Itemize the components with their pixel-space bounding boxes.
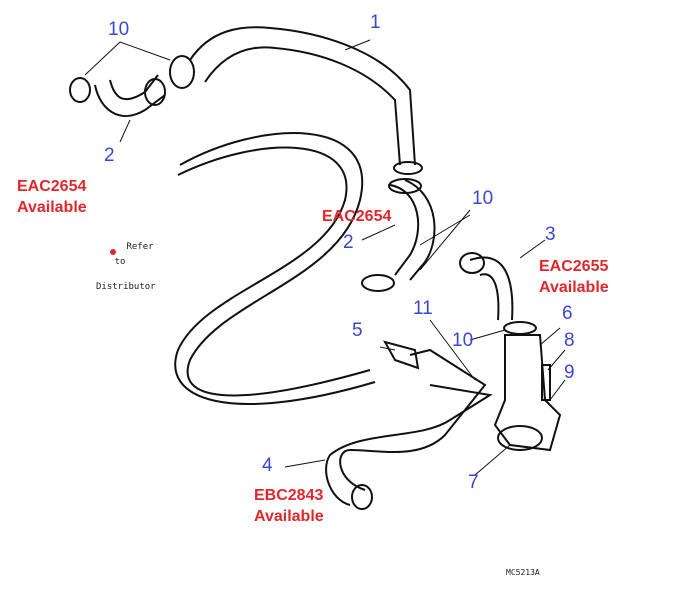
hose-2-top	[94, 84, 166, 117]
availability-status: Available	[17, 199, 87, 216]
refer-note: Refer to	[100, 240, 170, 270]
figure-code: MC5213A	[506, 568, 540, 577]
callout-5: 5	[352, 320, 363, 341]
callout-10: 10	[452, 330, 474, 351]
pipe-4	[339, 348, 487, 491]
thermostat-housing	[493, 334, 562, 452]
callout-8: 8	[564, 330, 575, 351]
callout-6: 6	[562, 303, 573, 324]
fitting-5	[382, 340, 420, 370]
part-number: EAC2654	[322, 208, 392, 225]
hose-2-middle	[389, 184, 420, 276]
part-number: EBC2843	[254, 487, 324, 504]
availability-eac2654-middle: EAC2654	[322, 206, 391, 227]
availability-eac2655: EAC2655 Available	[539, 256, 609, 298]
part-number: EAC2655	[539, 258, 609, 275]
callout-10: 10	[472, 188, 494, 209]
hose-1	[189, 26, 416, 166]
availability-status: Available	[539, 279, 609, 296]
callout-3: 3	[545, 224, 556, 245]
availability-status: Available	[254, 508, 324, 525]
availability-eac2654-left: EAC2654 Available	[17, 176, 87, 218]
callout-1: 1	[370, 12, 381, 33]
callout-4: 4	[262, 455, 273, 476]
note-line: to	[114, 257, 126, 267]
callout-11: 11	[413, 298, 433, 319]
callout-2: 2	[343, 232, 354, 253]
part-number: EAC2654	[17, 178, 87, 195]
callout-9: 9	[564, 362, 575, 383]
availability-ebc2843: EBC2843 Available	[254, 485, 324, 527]
distributor-hose	[179, 132, 371, 397]
note-line: Refer	[126, 242, 154, 252]
note-distributor: Distributor	[96, 282, 156, 292]
callout-7: 7	[468, 472, 479, 493]
hose-3	[469, 256, 514, 321]
callout-10: 10	[108, 19, 130, 40]
callout-2: 2	[104, 145, 115, 166]
